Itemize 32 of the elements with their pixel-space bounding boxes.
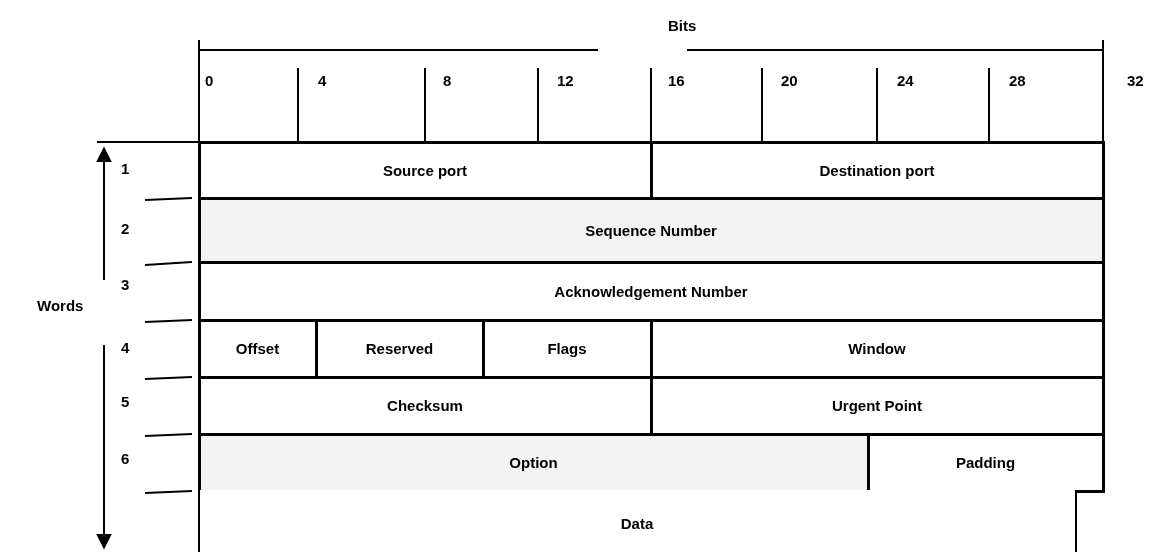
word-number: 2 bbox=[121, 220, 130, 238]
field-name: Option bbox=[509, 454, 558, 471]
word-number: 4 bbox=[121, 339, 130, 357]
field-name: Destination port bbox=[819, 161, 935, 179]
field-box bbox=[197, 489, 1077, 552]
field-box bbox=[197, 140, 653, 200]
field-name: Acknowledgement Number bbox=[554, 282, 748, 300]
field-name: Flags bbox=[547, 340, 587, 357]
field-name: Window bbox=[848, 340, 906, 357]
bit-number: 20 bbox=[781, 72, 798, 90]
field-name: Source port bbox=[382, 161, 468, 179]
bit-number: 4 bbox=[318, 72, 327, 90]
field-name: Data bbox=[620, 515, 654, 532]
bit-number: 0 bbox=[205, 72, 214, 90]
axis-label: Bits bbox=[668, 17, 697, 35]
field-name: Reserved bbox=[365, 340, 434, 357]
field-name: Padding bbox=[955, 454, 1016, 471]
field-name: Sequence Number bbox=[585, 221, 717, 239]
bit-number: 28 bbox=[1009, 72, 1026, 90]
bit-number: 16 bbox=[668, 72, 685, 90]
word-number: 6 bbox=[121, 450, 130, 468]
word-number: 3 bbox=[121, 276, 130, 294]
field-name: Urgent Point bbox=[832, 397, 922, 414]
bit-number: 12 bbox=[557, 72, 574, 90]
axis-label: Words bbox=[37, 297, 84, 315]
word-number: 5 bbox=[121, 393, 130, 411]
field-name: Checksum bbox=[387, 397, 463, 414]
field-name: Offset bbox=[235, 340, 280, 357]
bit-number: 32 bbox=[1127, 72, 1144, 90]
word-number: 1 bbox=[121, 160, 130, 178]
bit-number: 24 bbox=[897, 72, 914, 90]
bit-number: 8 bbox=[443, 72, 452, 90]
